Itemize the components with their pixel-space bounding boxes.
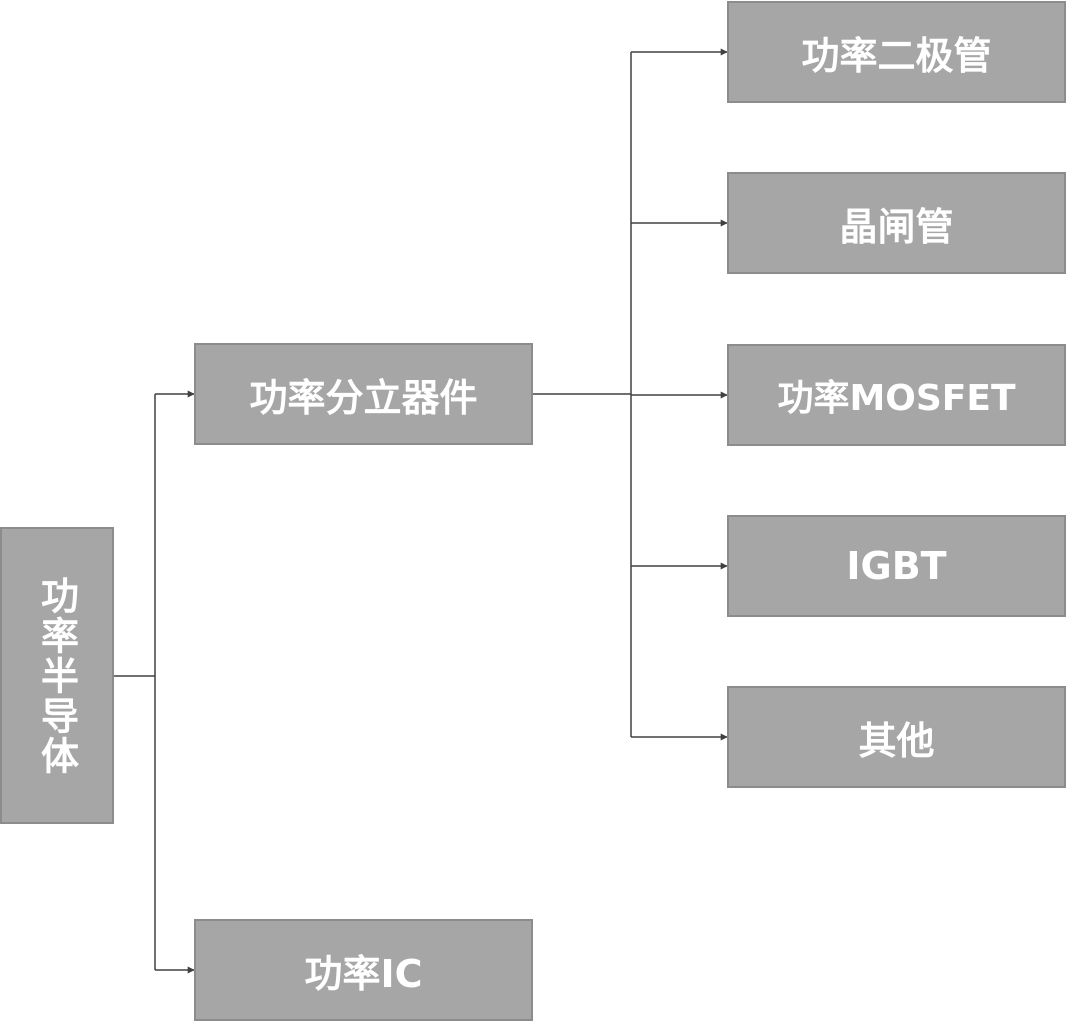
node-label: 其他 (858, 718, 935, 763)
node-label: IGBT (846, 544, 947, 588)
node-power-mosfet: 功率MOSFET (727, 344, 1066, 446)
node-power-ic: 功率IC (194, 919, 533, 1021)
node-power-discrete-devices: 功率分立器件 (194, 343, 533, 445)
node-label: 晶闸管 (839, 204, 954, 249)
node-power-diode: 功率二极管 (727, 1, 1066, 103)
node-power-semiconductor: 功率半导体 (0, 527, 114, 824)
node-thyristor: 晶闸管 (727, 172, 1066, 274)
node-label: 功率分立器件 (249, 375, 478, 420)
node-igbt: IGBT (727, 515, 1066, 617)
node-label: 功率MOSFET (777, 378, 1016, 419)
node-label: 功率半导体 (34, 575, 79, 776)
node-label: 功率二极管 (801, 33, 992, 78)
node-other: 其他 (727, 686, 1066, 788)
node-label: 功率IC (304, 951, 423, 996)
